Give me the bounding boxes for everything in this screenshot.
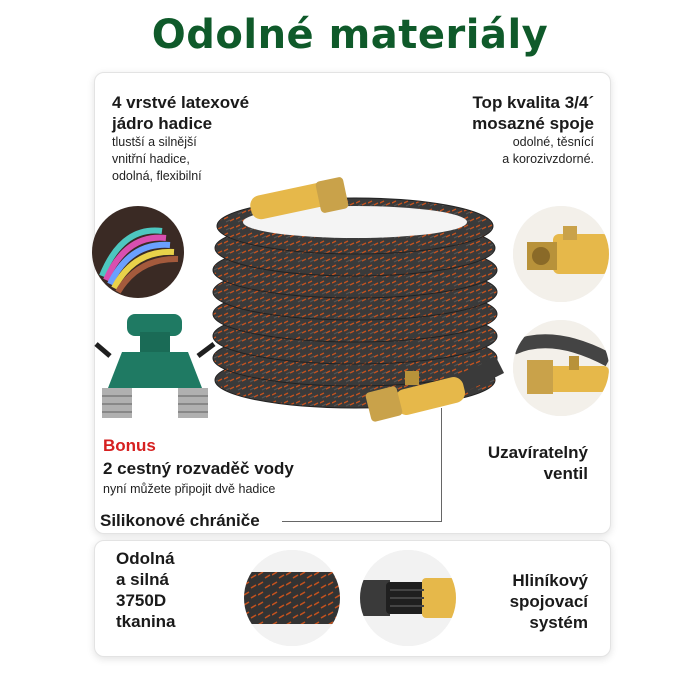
detail-panel — [94, 540, 611, 657]
latex-core-image — [92, 206, 184, 298]
brass-fittings-description: odolné, těsnící a korozivzdorné. — [502, 135, 594, 166]
bonus-label: Bonus — [103, 436, 156, 455]
fabric-label: Odolná a silná 3750D tkanina — [116, 549, 176, 631]
aluminium-connector-image — [360, 550, 456, 646]
valve-image — [513, 320, 609, 416]
fabric-closeup-image — [244, 550, 340, 646]
splitter-heading: 2 cestný rozvaděč vody — [103, 459, 294, 478]
brass-fittings-heading: Top kvalita 3/4´ mosazné spoje — [472, 93, 594, 133]
leader-line — [282, 521, 442, 522]
latex-core-heading: 4 vrstvé latexové jádro hadice — [112, 93, 250, 133]
aluminium-label: Hliníkový spojovací systém — [509, 571, 588, 632]
leader-line — [441, 408, 442, 521]
silicone-label: Silikonové chrániče — [100, 511, 260, 530]
brass-fitting-image — [513, 206, 609, 302]
splitter-description: nyní můžete připojit dvě hadice — [103, 482, 276, 496]
hose-coil-image — [212, 177, 505, 422]
page-title: Odolné materiály — [151, 12, 549, 58]
latex-core-description: tlustší a silnější vnitřní hadice, odoln… — [112, 135, 202, 183]
splitter-image — [94, 314, 216, 418]
valve-label: Uzavíratelný ventil — [487, 443, 588, 483]
